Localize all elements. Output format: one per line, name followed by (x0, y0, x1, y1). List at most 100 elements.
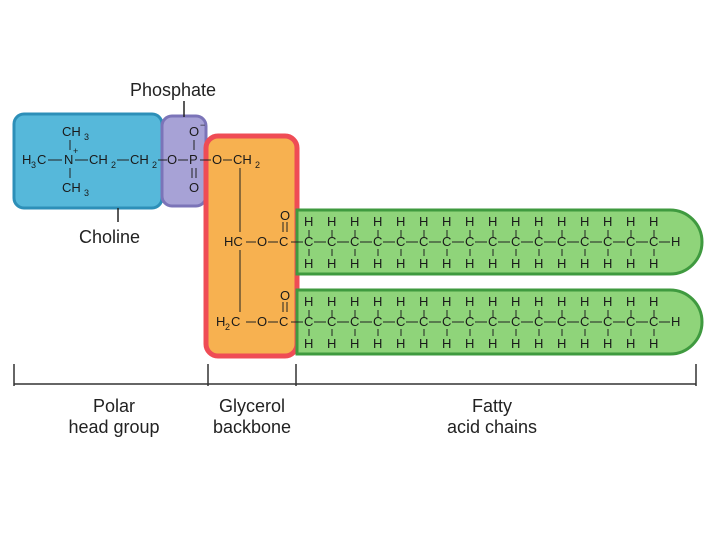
chain2-h-bottom-9: H (511, 336, 520, 351)
phosphate-label: Phosphate (130, 80, 216, 100)
chain1-h-bottom-11: H (557, 256, 566, 271)
chain1-carbon-5: C (419, 234, 428, 249)
chain1-carbon-14: C (626, 234, 635, 249)
chain1-h-top-7: H (465, 214, 474, 229)
chain1-terminal-h: H (671, 234, 680, 249)
chain1-h-top-1: H (327, 214, 336, 229)
sub2-glycerol-bottom: 2 (225, 322, 230, 332)
chain1-carbon-12: C (580, 234, 589, 249)
chain2-carbon-10: C (534, 314, 543, 329)
chain2-carbon-4: C (396, 314, 405, 329)
nitrogen-charge: + (73, 146, 78, 156)
chain2-h-bottom-1: H (327, 336, 336, 351)
chain1-h-bottom-7: H (465, 256, 474, 271)
chain1-carbon-1: C (327, 234, 336, 249)
chain2-carbon-7: C (465, 314, 474, 329)
chain2-h-bottom-11: H (557, 336, 566, 351)
chain1-carbon-15: C (649, 234, 658, 249)
chain1-carbon-2: C (350, 234, 359, 249)
chain1-carbon-0: C (304, 234, 313, 249)
chain1-h-top-15: H (649, 214, 658, 229)
chain1-h-bottom-3: H (373, 256, 382, 271)
chain1-carbon-11: C (557, 234, 566, 249)
chain1-h-bottom-10: H (534, 256, 543, 271)
chain2-h-bottom-13: H (603, 336, 612, 351)
sub3-left: 3 (31, 160, 36, 170)
chain2-h-bottom-14: H (626, 336, 635, 351)
carbonyl-oxygen-1: O (280, 208, 290, 223)
chain2-h-bottom-6: H (442, 336, 451, 351)
glycerol-ch2-top: CH (233, 152, 252, 167)
chain2-h-top-1: H (327, 294, 336, 309)
chain1-carbon-3: C (373, 234, 382, 249)
chain2-carbon-1: C (327, 314, 336, 329)
methyl-bottom: CH (62, 180, 81, 195)
chain1-h-top-2: H (350, 214, 359, 229)
methyl-top: CH (62, 124, 81, 139)
polar-head-label-2: head group (68, 417, 159, 437)
region-bracket (13, 364, 697, 386)
chain2-h-bottom-10: H (534, 336, 543, 351)
chain1-h-top-6: H (442, 214, 451, 229)
chain2-carbon-3: C (373, 314, 382, 329)
phosphate-formula: O P O − O O CH 2 (158, 120, 260, 195)
chain2-h-top-4: H (396, 294, 405, 309)
chain1-carbon-9: C (511, 234, 520, 249)
nitrogen-atom: N (64, 152, 73, 167)
chain1-h-bottom-12: H (580, 256, 589, 271)
chain2-h-bottom-8: H (488, 336, 497, 351)
glycerol-label-1: Glycerol (219, 396, 285, 416)
sub2-glycerol-top: 2 (255, 160, 260, 170)
chain2-h-bottom-5: H (419, 336, 428, 351)
fatty-acid-label-2: acid chains (447, 417, 537, 437)
chain1-carbon-13: C (603, 234, 612, 249)
chain2-h-top-7: H (465, 294, 474, 309)
chain1-carbon-4: C (396, 234, 405, 249)
chain1-carbon-7: C (465, 234, 474, 249)
chain2-h-top-9: H (511, 294, 520, 309)
h3c-h: H (22, 152, 31, 167)
sub3-top: 3 (84, 132, 89, 142)
chain2-h-top-8: H (488, 294, 497, 309)
chain1-h-bottom-5: H (419, 256, 428, 271)
carbonyl-oxygen-2: O (280, 288, 290, 303)
phosphate-oxygen-top: O (189, 124, 199, 139)
chain2-carbon-2: C (350, 314, 359, 329)
bridge-oxygen-1: O (167, 152, 177, 167)
chain2-carbon-11: C (557, 314, 566, 329)
chain1-h-bottom-9: H (511, 256, 520, 271)
chain1-h-top-8: H (488, 214, 497, 229)
methylene-2: CH (130, 152, 149, 167)
chain2-h-bottom-4: H (396, 336, 405, 351)
chain2-carbon-13: C (603, 314, 612, 329)
chain1-h-top-9: H (511, 214, 520, 229)
bridge-oxygen-2: O (212, 152, 222, 167)
ester-oxygen-2: O (257, 314, 267, 329)
chain1-h-bottom-8: H (488, 256, 497, 271)
chain2-carbon-6: C (442, 314, 451, 329)
chain1-h-top-11: H (557, 214, 566, 229)
choline-label: Choline (79, 227, 140, 247)
h3c-c: C (37, 152, 46, 167)
chain1-carbon-6: C (442, 234, 451, 249)
chain2-h-top-12: H (580, 294, 589, 309)
chain-2-atoms: HCHHCHHCHHCHHCHHCHHCHHCHHCHHCHHCHHCHHCHH… (291, 294, 680, 351)
chain2-carbon-5: C (419, 314, 428, 329)
chain2-h-bottom-2: H (350, 336, 359, 351)
chain1-h-top-14: H (626, 214, 635, 229)
polar-head-label-1: Polar (93, 396, 135, 416)
sub2-1: 2 (111, 160, 116, 170)
chain1-h-bottom-6: H (442, 256, 451, 271)
fatty-acid-label-1: Fatty (472, 396, 512, 416)
chain2-h-top-0: H (304, 294, 313, 309)
glycerol-label-2: backbone (213, 417, 291, 437)
chain1-h-bottom-13: H (603, 256, 612, 271)
carbonyl-carbon-1: C (279, 234, 288, 249)
chain2-carbon-12: C (580, 314, 589, 329)
chain1-h-top-10: H (534, 214, 543, 229)
sub3-bottom: 3 (84, 188, 89, 198)
sub2-2: 2 (152, 160, 157, 170)
chain2-carbon-14: C (626, 314, 635, 329)
chain2-h-bottom-7: H (465, 336, 474, 351)
chain1-h-bottom-15: H (649, 256, 658, 271)
